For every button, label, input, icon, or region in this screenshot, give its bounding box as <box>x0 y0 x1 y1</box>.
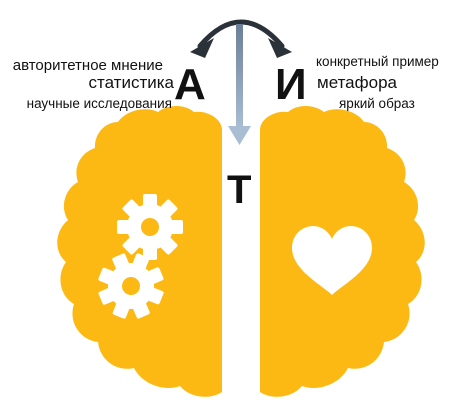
left-item-statistics: статистика <box>88 73 174 92</box>
gear-icon <box>117 194 183 260</box>
right-item-metaphor: метафора <box>317 73 397 92</box>
right-item-example: конкретный пример <box>316 54 439 69</box>
letter-i: И <box>275 60 307 109</box>
left-item-research: научные исследования <box>26 96 172 111</box>
letter-t: Т <box>227 168 252 212</box>
arrow-head-right-icon <box>268 38 292 58</box>
curved-double-arrow <box>197 19 285 49</box>
down-arrow-icon <box>228 126 251 145</box>
arrow-head-left-icon <box>190 38 214 58</box>
down-arrow-shaft <box>236 24 243 128</box>
left-hemisphere <box>57 106 222 397</box>
gear-icon <box>98 253 164 319</box>
right-item-vivid-image: яркий образ <box>339 96 415 111</box>
left-item-authority: авторитетное мнение <box>12 57 163 74</box>
letter-a: А <box>174 60 206 109</box>
heart-icon <box>292 226 372 295</box>
